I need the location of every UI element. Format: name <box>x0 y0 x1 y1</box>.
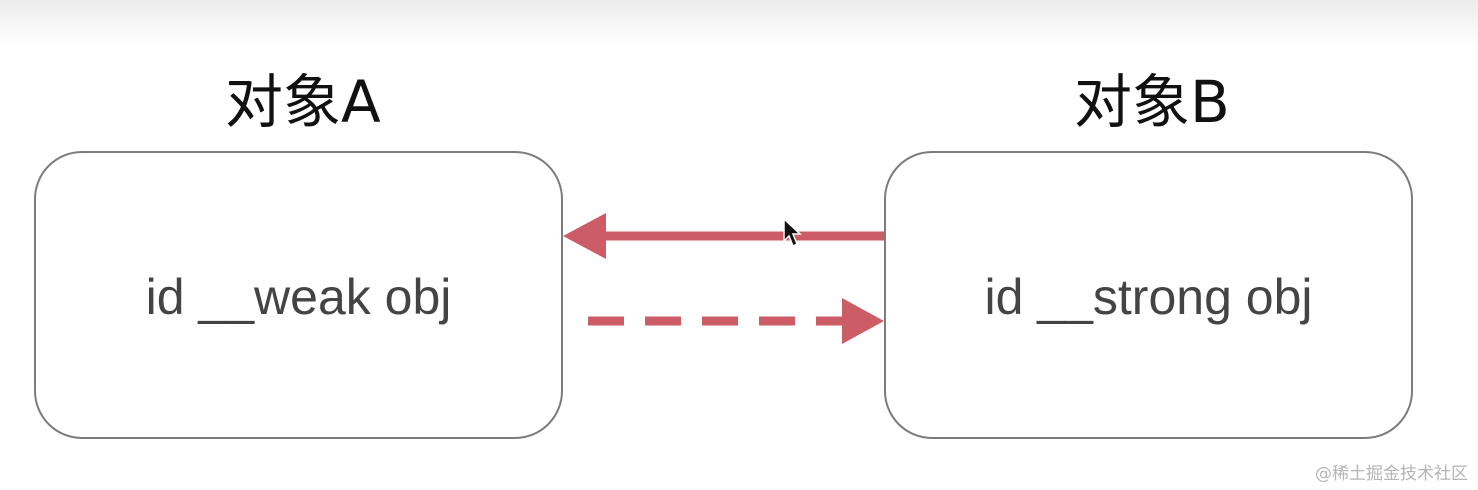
watermark: @稀土掘金技术社区 <box>1315 464 1468 484</box>
object-b-title: 对象B <box>1074 68 1230 136</box>
top-band <box>0 0 1478 46</box>
weak-arrow-head <box>842 298 884 344</box>
object-a-label: id __weak obj <box>145 269 452 325</box>
object-a-title: 对象A <box>225 68 381 136</box>
object-b-label: id __strong obj <box>984 269 1313 325</box>
mouse-cursor-icon <box>783 217 802 248</box>
strong-arrow-head <box>563 213 606 259</box>
object-a-box: id __weak obj <box>34 151 563 439</box>
object-b-box: id __strong obj <box>884 151 1413 439</box>
strong-reference-arrow <box>563 213 884 259</box>
weak-reference-arrow <box>588 298 884 344</box>
